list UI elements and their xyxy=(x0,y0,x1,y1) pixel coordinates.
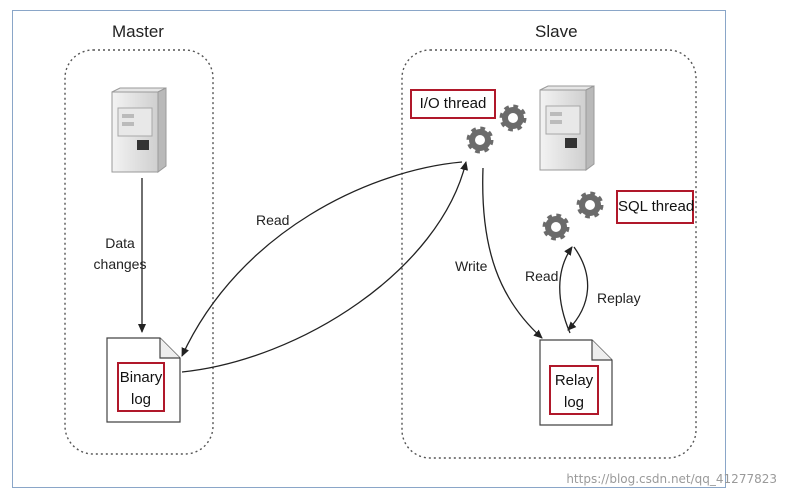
data-changes-label: Data changes xyxy=(82,233,158,275)
io-gear-icon xyxy=(502,107,524,129)
binary-log-line: log xyxy=(130,391,152,408)
write-arrow xyxy=(482,167,543,339)
slave-title: Slave xyxy=(535,22,578,41)
replay-arrow xyxy=(567,246,589,331)
slave-container xyxy=(401,49,697,459)
binary-log-label: Binary log xyxy=(117,362,165,412)
relay-log-label: Relay log xyxy=(549,365,599,415)
read-label-slave: Read xyxy=(525,268,559,284)
relay-log-line: Relay xyxy=(554,372,594,389)
relay-log-line: log xyxy=(563,394,585,411)
diagram-frame xyxy=(12,10,726,488)
read-arrow-to-binary-log xyxy=(181,161,463,357)
io-thread-label: I/O thread xyxy=(410,89,496,119)
read-relay-arrow xyxy=(559,246,573,334)
read-arrow-to-io-thread xyxy=(181,161,469,373)
data-changes-line: changes xyxy=(93,256,147,272)
replay-label: Replay xyxy=(597,290,641,306)
sql-gear-icon xyxy=(579,194,601,216)
data-changes-line: Data xyxy=(105,235,135,251)
master-server-icon xyxy=(111,87,167,173)
read-label-master: Read xyxy=(256,212,290,228)
slave-server-icon xyxy=(539,85,595,171)
io-gear-icon xyxy=(469,129,491,151)
master-title: Master xyxy=(112,22,164,41)
watermark: https://blog.csdn.net/qq_41277823 xyxy=(566,472,777,486)
binary-log-line: Binary xyxy=(119,369,163,386)
sql-thread-label: SQL thread xyxy=(616,190,694,224)
write-label: Write xyxy=(455,258,488,274)
master-container xyxy=(64,49,214,455)
sql-gear-icon xyxy=(545,216,567,238)
